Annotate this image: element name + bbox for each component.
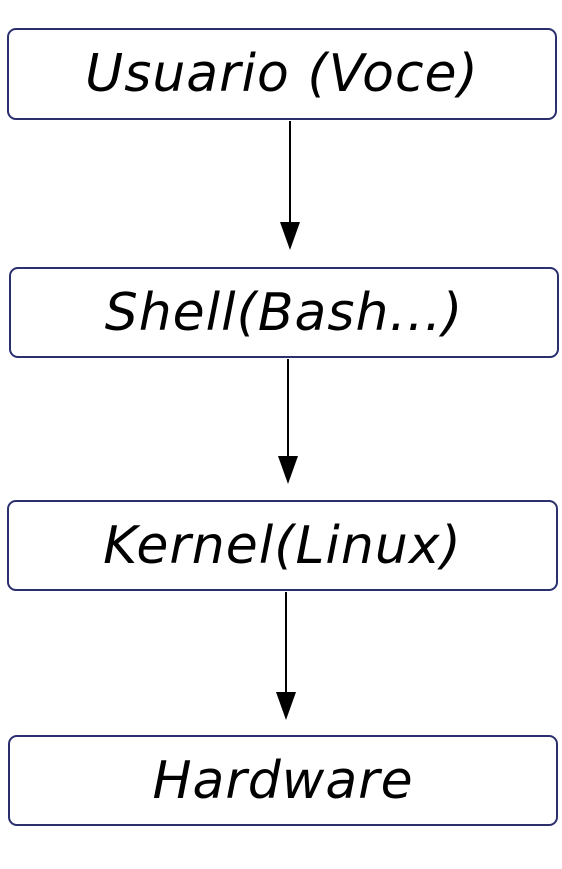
node-shell: Shell(Bash...) — [9, 267, 559, 358]
edge-kernel-to-hardware — [276, 592, 296, 720]
node-kernel: Kernel(Linux) — [7, 500, 558, 591]
node-usuario: Usuario (Voce) — [7, 28, 557, 120]
node-hardware: Hardware — [8, 735, 558, 826]
node-label: Kernel(Linux) — [103, 515, 462, 576]
arrowhead-icon — [278, 456, 298, 484]
node-label: Usuario (Voce) — [85, 44, 479, 104]
node-label: Shell(Bash...) — [104, 282, 464, 343]
edge-shell-to-kernel — [278, 359, 298, 484]
node-label: Hardware — [152, 750, 414, 811]
edge-user-to-shell — [280, 121, 300, 250]
arrowhead-icon — [280, 222, 300, 250]
arrowhead-icon — [276, 692, 296, 720]
